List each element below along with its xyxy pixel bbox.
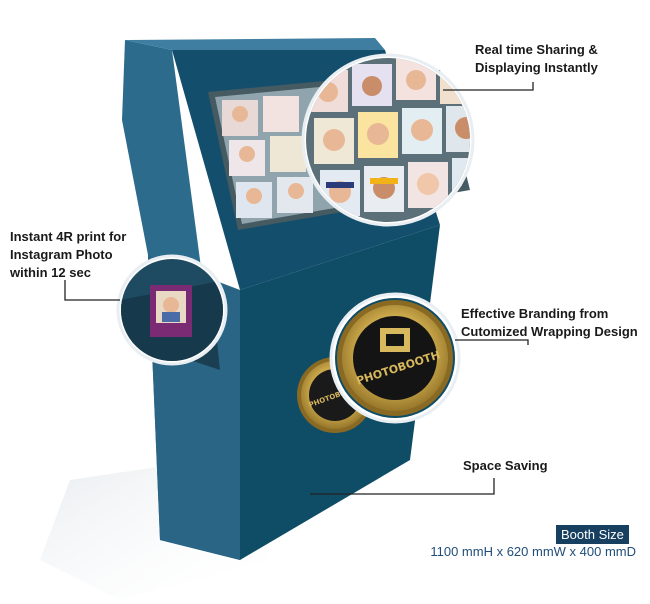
leader-print — [64, 280, 120, 301]
zoom-circle-seal: PHOTOBOOTH — [329, 292, 461, 424]
callout-branding: Effective Branding from Cutomized Wrappi… — [461, 305, 638, 341]
callout-sharing-line1: Real time Sharing & — [475, 42, 598, 57]
callout-print-line1: Instant 4R print for — [10, 229, 127, 244]
booth-size-dimensions: 1100 mmH x 620 mmW x 400 mmD — [430, 544, 636, 559]
leader-branding — [455, 339, 529, 345]
callout-leaders — [64, 82, 534, 495]
callout-print: Instant 4R print for Instagram Photo wit… — [10, 228, 126, 282]
callout-branding-line1: Effective Branding from — [461, 306, 609, 321]
callout-print-line2: Instagram Photo — [10, 247, 113, 262]
leader-sharing — [443, 82, 534, 91]
callout-space-line1: Space Saving — [463, 458, 548, 473]
zoom-circle-print — [116, 254, 228, 366]
callout-space: Space Saving — [463, 457, 548, 475]
zoom-circle-screen — [301, 53, 475, 227]
callout-sharing: Real time Sharing & Displaying Instantly — [475, 41, 598, 77]
callout-branding-line2: Cutomized Wrapping Design — [461, 324, 638, 339]
callout-sharing-line2: Displaying Instantly — [475, 60, 598, 75]
screen-photo-grid — [222, 96, 313, 218]
booth-top — [125, 38, 385, 50]
callout-print-line3: within 12 sec — [10, 265, 91, 280]
leader-space — [310, 478, 495, 495]
booth-size-badge: Booth Size — [556, 525, 629, 544]
